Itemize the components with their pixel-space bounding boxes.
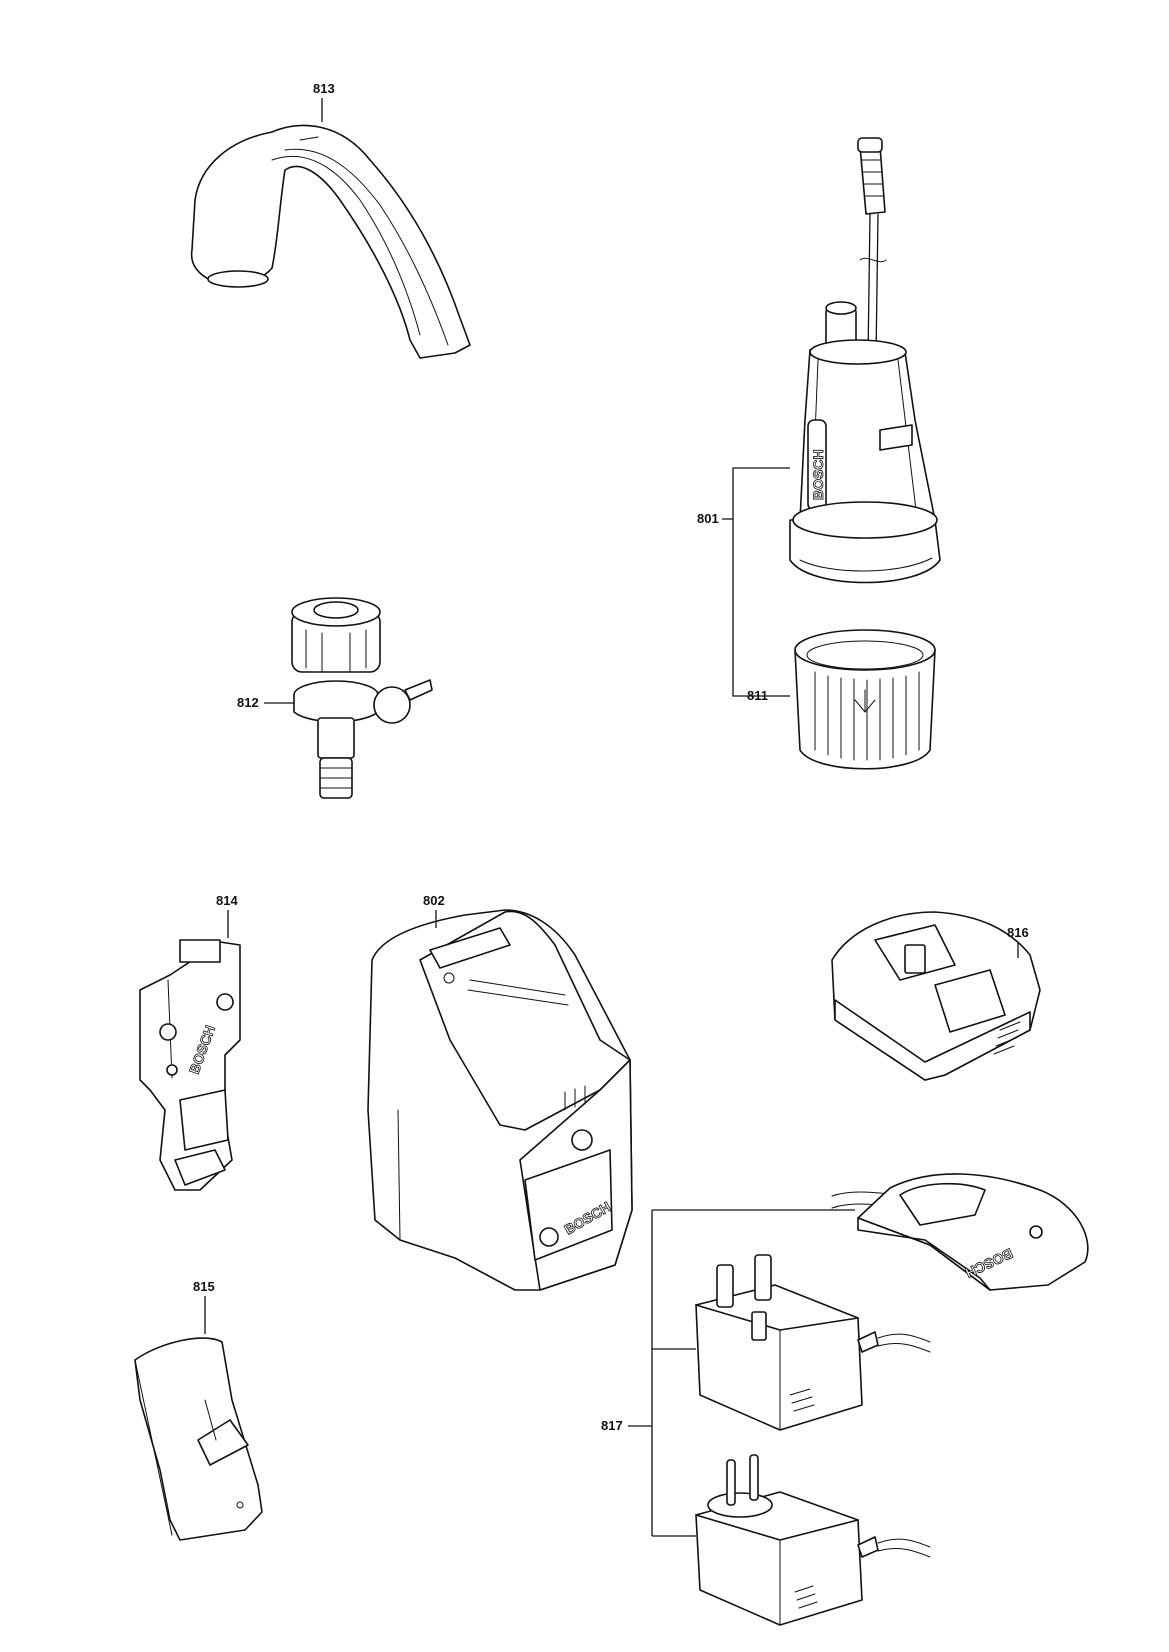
part-801-pump: BOSCH 801 (697, 137, 941, 584)
part-816-charger: 816 (831, 911, 1041, 1081)
part-802-battery: BOSCH 802 (367, 893, 633, 1291)
part-813-spout: 813 (190, 81, 471, 359)
part-801-brand-logo: BOSCH (810, 449, 826, 500)
part-815-label: 815 (193, 1279, 215, 1294)
part-812-valve: 812 (237, 597, 433, 799)
part-817-label: 817 (601, 1418, 623, 1433)
part-817-eu-adapter (695, 1454, 931, 1626)
part-802-label: 802 (423, 893, 445, 908)
part-801-label: 801 (697, 511, 719, 526)
part-817-charging-dock: BOSCH (831, 1173, 1089, 1291)
part-814-bracket: BOSCH 814 (139, 893, 241, 1191)
part-811-strainer: 811 (732, 519, 936, 770)
part-817-charger-set: BOSCH 817 (601, 1173, 1089, 1626)
part-813-label: 813 (313, 81, 335, 96)
part-817-uk-adapter (695, 1254, 931, 1431)
part-815-clip: 815 (134, 1279, 263, 1541)
part-816-label: 816 (1007, 925, 1029, 940)
part-814-label: 814 (216, 893, 238, 908)
part-812-label: 812 (237, 695, 259, 710)
